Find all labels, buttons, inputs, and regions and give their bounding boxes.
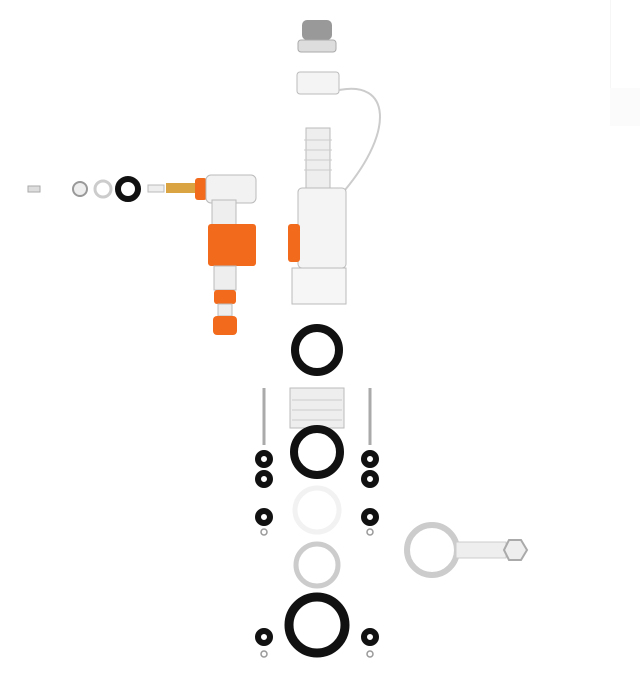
fill-valve-small-parts: [27, 176, 165, 202]
side-panel: [610, 0, 640, 88]
flush-valve-seals: [284, 324, 350, 658]
flush-valve: [288, 20, 381, 305]
side-panel-button[interactable]: [610, 88, 640, 126]
fill-valve: [166, 174, 257, 335]
spanner-wrench: [404, 522, 529, 578]
mounting-bolts: [255, 388, 379, 658]
